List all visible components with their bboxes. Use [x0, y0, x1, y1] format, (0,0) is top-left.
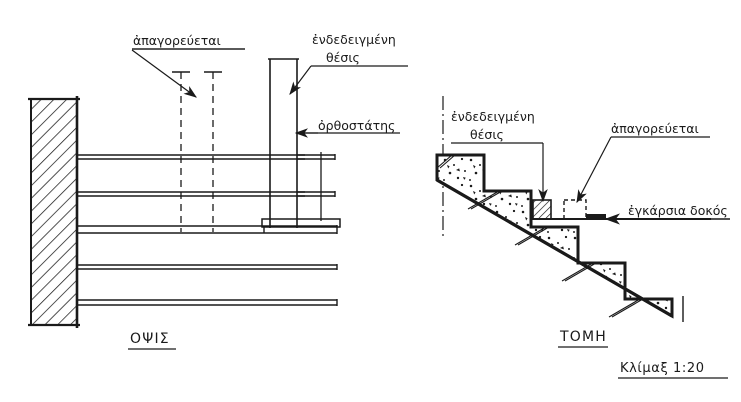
- rail-4: [78, 264, 338, 270]
- leader-recommended-right: [451, 142, 548, 203]
- rail-5: [78, 299, 338, 306]
- label-transverse-beam: ἐγκάρσια δοκός: [628, 203, 728, 218]
- rail-2: [78, 191, 336, 197]
- caption-section-text: ΤΟΜΗ: [559, 329, 607, 345]
- label-post-left: ὀρθοστάτης: [318, 118, 395, 133]
- label-recommended-right-line1: ἐνδεδειγμένη: [451, 109, 535, 124]
- label-recommended-left-line1: ἐνδεδειγμένη: [312, 32, 396, 47]
- label-prohibited-right: ἀπαγορεύεται: [611, 121, 699, 136]
- prohibited-post-section: [563, 199, 587, 220]
- elevation-view: [28, 58, 341, 328]
- caption-section: ΤΟΜΗ: [558, 329, 608, 348]
- recommended-post-elevation: [261, 58, 341, 228]
- recommended-post-section: [532, 199, 552, 220]
- label-recommended-left-line2: θέσις: [326, 50, 360, 65]
- leader-prohibited-right: [576, 136, 710, 204]
- rail-1: [78, 154, 336, 160]
- stair-inner-lines: [436, 154, 644, 318]
- caption-elevation: ΟΨΙΣ: [128, 331, 176, 350]
- scale-note-text: Κλίμαξ 1:20: [620, 361, 705, 376]
- wall-hatched: [28, 96, 80, 328]
- label-prohibited-left: ἀπαγορεύεται: [133, 33, 221, 48]
- label-recommended-right-line2: θέσις: [470, 127, 504, 142]
- caption-elevation-text: ΟΨΙΣ: [130, 331, 170, 347]
- scale-note: Κλίμαξ 1:20: [618, 361, 728, 379]
- section-view: [435, 96, 711, 322]
- leader-recommended-left: [289, 65, 408, 95]
- prohibited-post-elevation: [172, 71, 222, 232]
- bearing-block: [586, 214, 606, 220]
